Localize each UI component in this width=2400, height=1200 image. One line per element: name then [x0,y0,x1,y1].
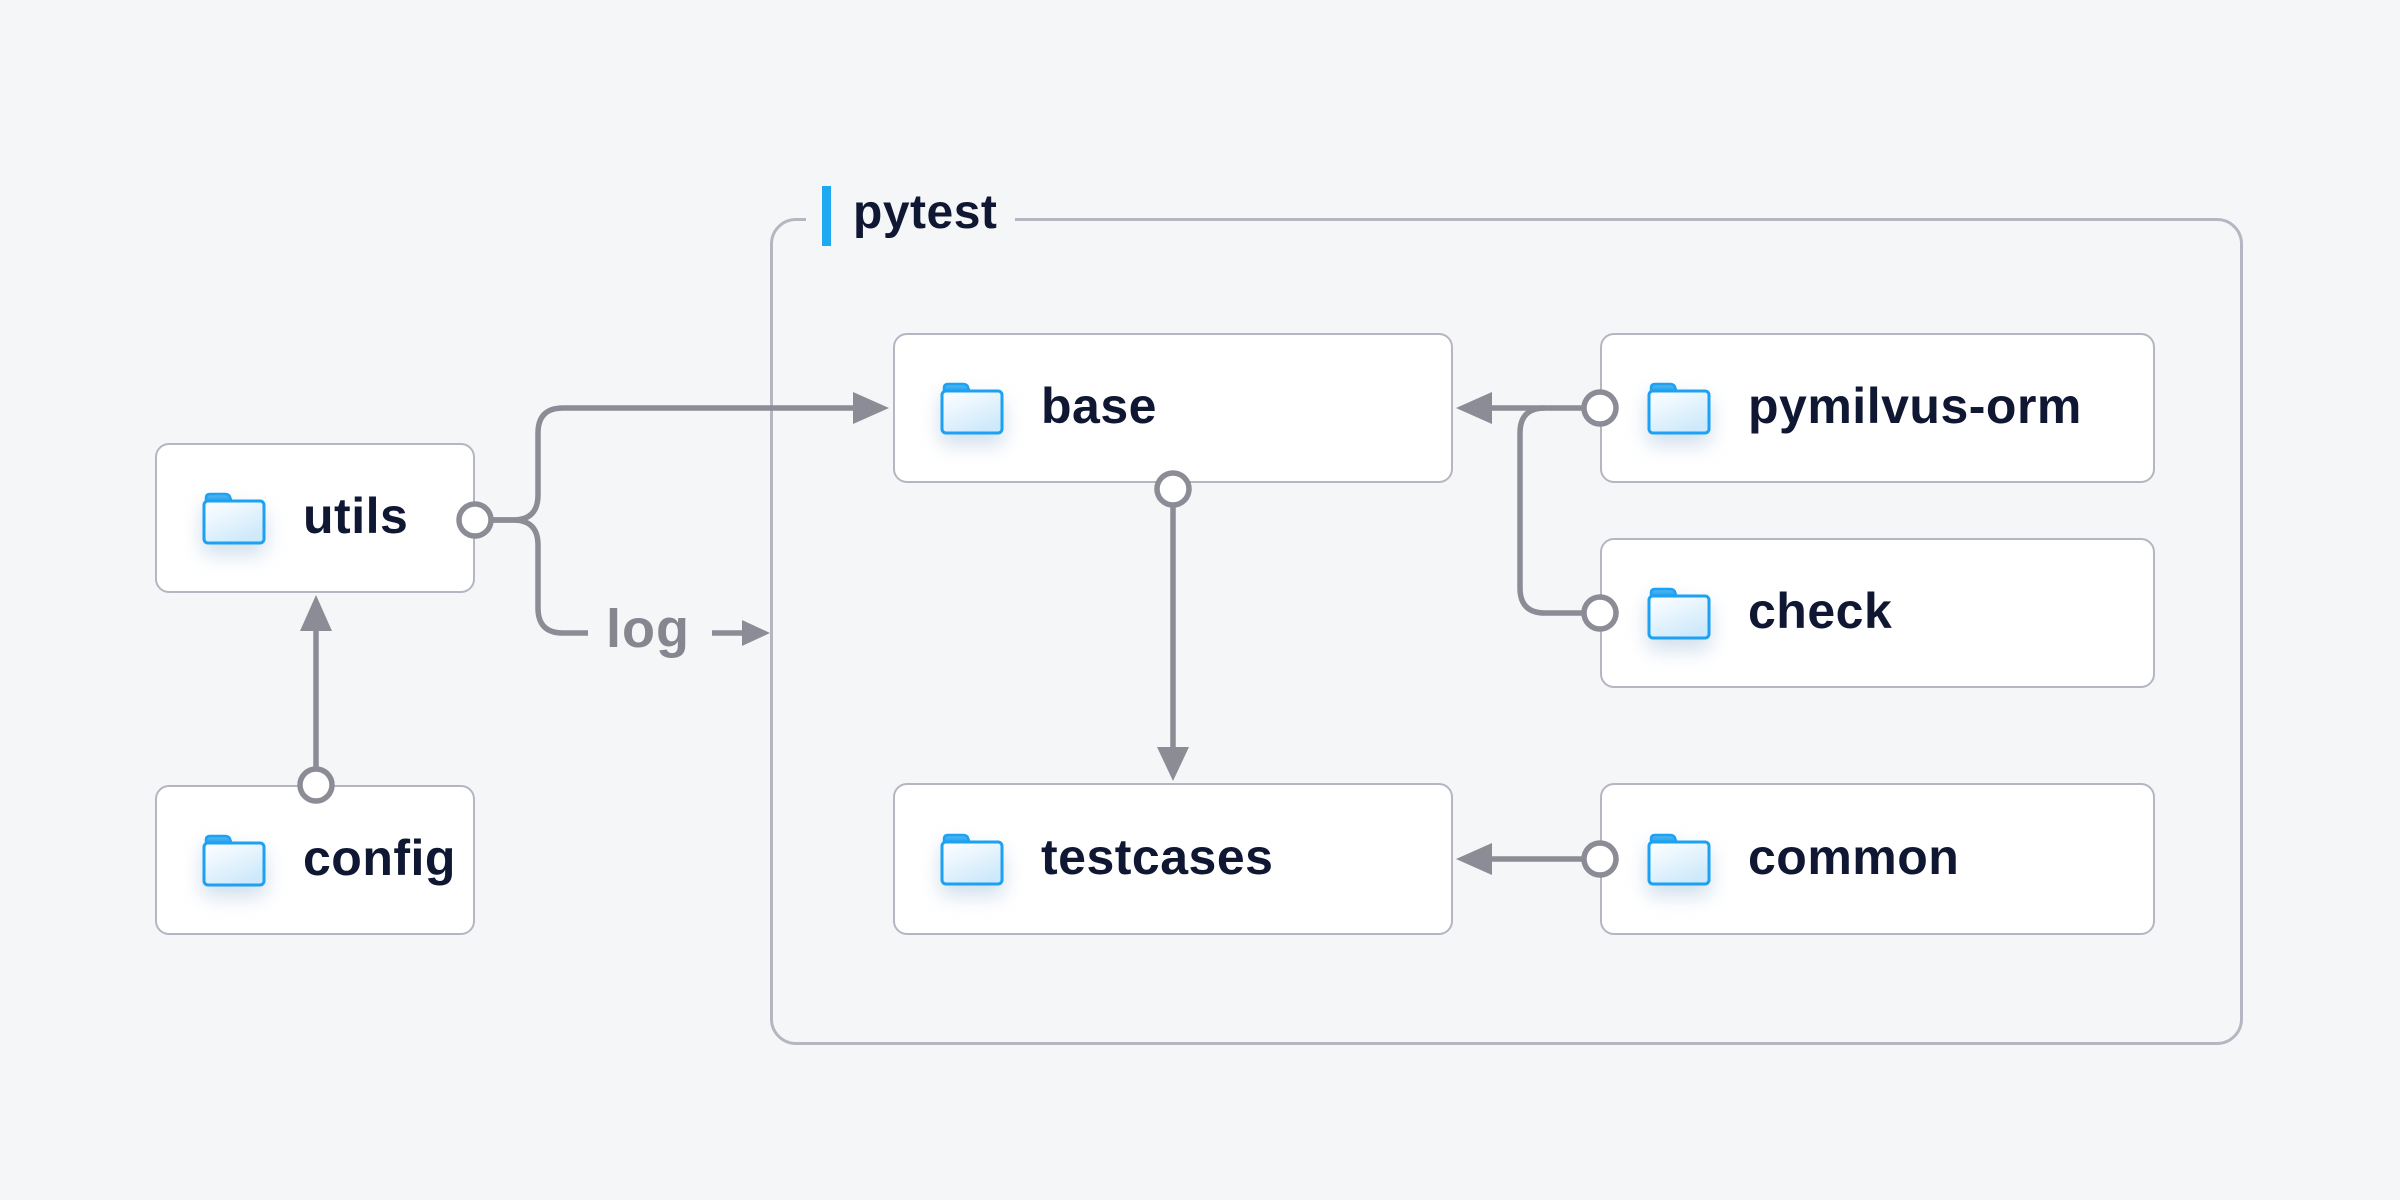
folder-node-base: base [893,333,1453,483]
folder-icon [202,834,266,887]
folder-node-label: testcases [1041,829,1274,885]
edge-utils-log [492,517,588,636]
folder-node-label: common [1748,829,1960,885]
accent-bar [822,186,831,246]
folder-node-label: pymilvus-orm [1748,378,2082,434]
folder-node-label: config [303,830,456,886]
pytest-group-container [770,218,2243,1045]
arrowhead-config-utils [300,595,332,631]
folder-icon [1647,833,1711,886]
folder-node-pymilvus-orm: pymilvus-orm [1600,333,2155,483]
folder-icon [202,492,266,545]
folder-node-testcases: testcases [893,783,1453,935]
folder-icon [940,382,1004,435]
folder-node-config: config [155,785,475,935]
folder-node-label: check [1748,583,1893,639]
folder-icon [1647,382,1711,435]
folder-node-common: common [1600,783,2155,935]
pytest-group-title: pytest [853,186,998,239]
folder-icon [940,833,1004,886]
folder-node-label: base [1041,378,1157,434]
arrowhead-log-pytest [742,620,770,646]
folder-icon [1647,587,1711,640]
folder-node-check: check [1600,538,2155,688]
log-annotation: log [606,599,690,659]
folder-node-utils: utils [155,443,475,593]
folder-node-label: utils [303,488,409,544]
pytest-group-label: pytest [806,182,1016,250]
